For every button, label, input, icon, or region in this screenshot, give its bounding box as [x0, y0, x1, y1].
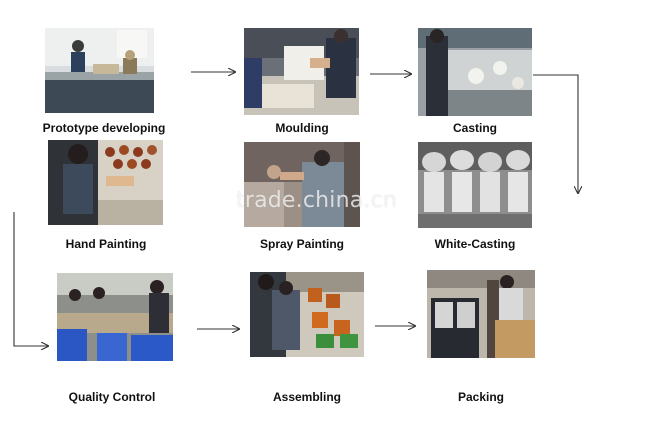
step-label-packing: Packing	[457, 390, 505, 404]
step-label-quality-control: Quality Control	[68, 390, 156, 404]
step-label-assembling: Assembling	[272, 390, 342, 404]
arrow-casting-to-whitecasting	[533, 74, 578, 193]
photo-casting	[418, 28, 532, 116]
step-label-prototype: Prototype developing	[42, 121, 166, 135]
photo-quality-control	[57, 273, 173, 361]
step-label-spray-painting: Spray Painting	[259, 237, 345, 251]
step-label-hand-painting: Hand Painting	[65, 237, 147, 251]
step-label-white-casting: White-Casting	[434, 237, 516, 251]
watermark-text: trade.china.cn	[236, 188, 398, 213]
photo-prototype-developing	[45, 28, 154, 113]
photo-packing	[427, 270, 535, 358]
step-label-moulding: Moulding	[275, 121, 329, 135]
photo-moulding	[244, 28, 359, 115]
photo-spray-painting	[244, 142, 360, 227]
photo-hand-painting	[48, 140, 163, 225]
photo-assembling	[250, 272, 364, 357]
photo-white-casting	[418, 142, 532, 228]
arrow-handpainting-to-qualitycontrol	[13, 212, 48, 346]
step-label-casting: Casting	[452, 121, 498, 135]
